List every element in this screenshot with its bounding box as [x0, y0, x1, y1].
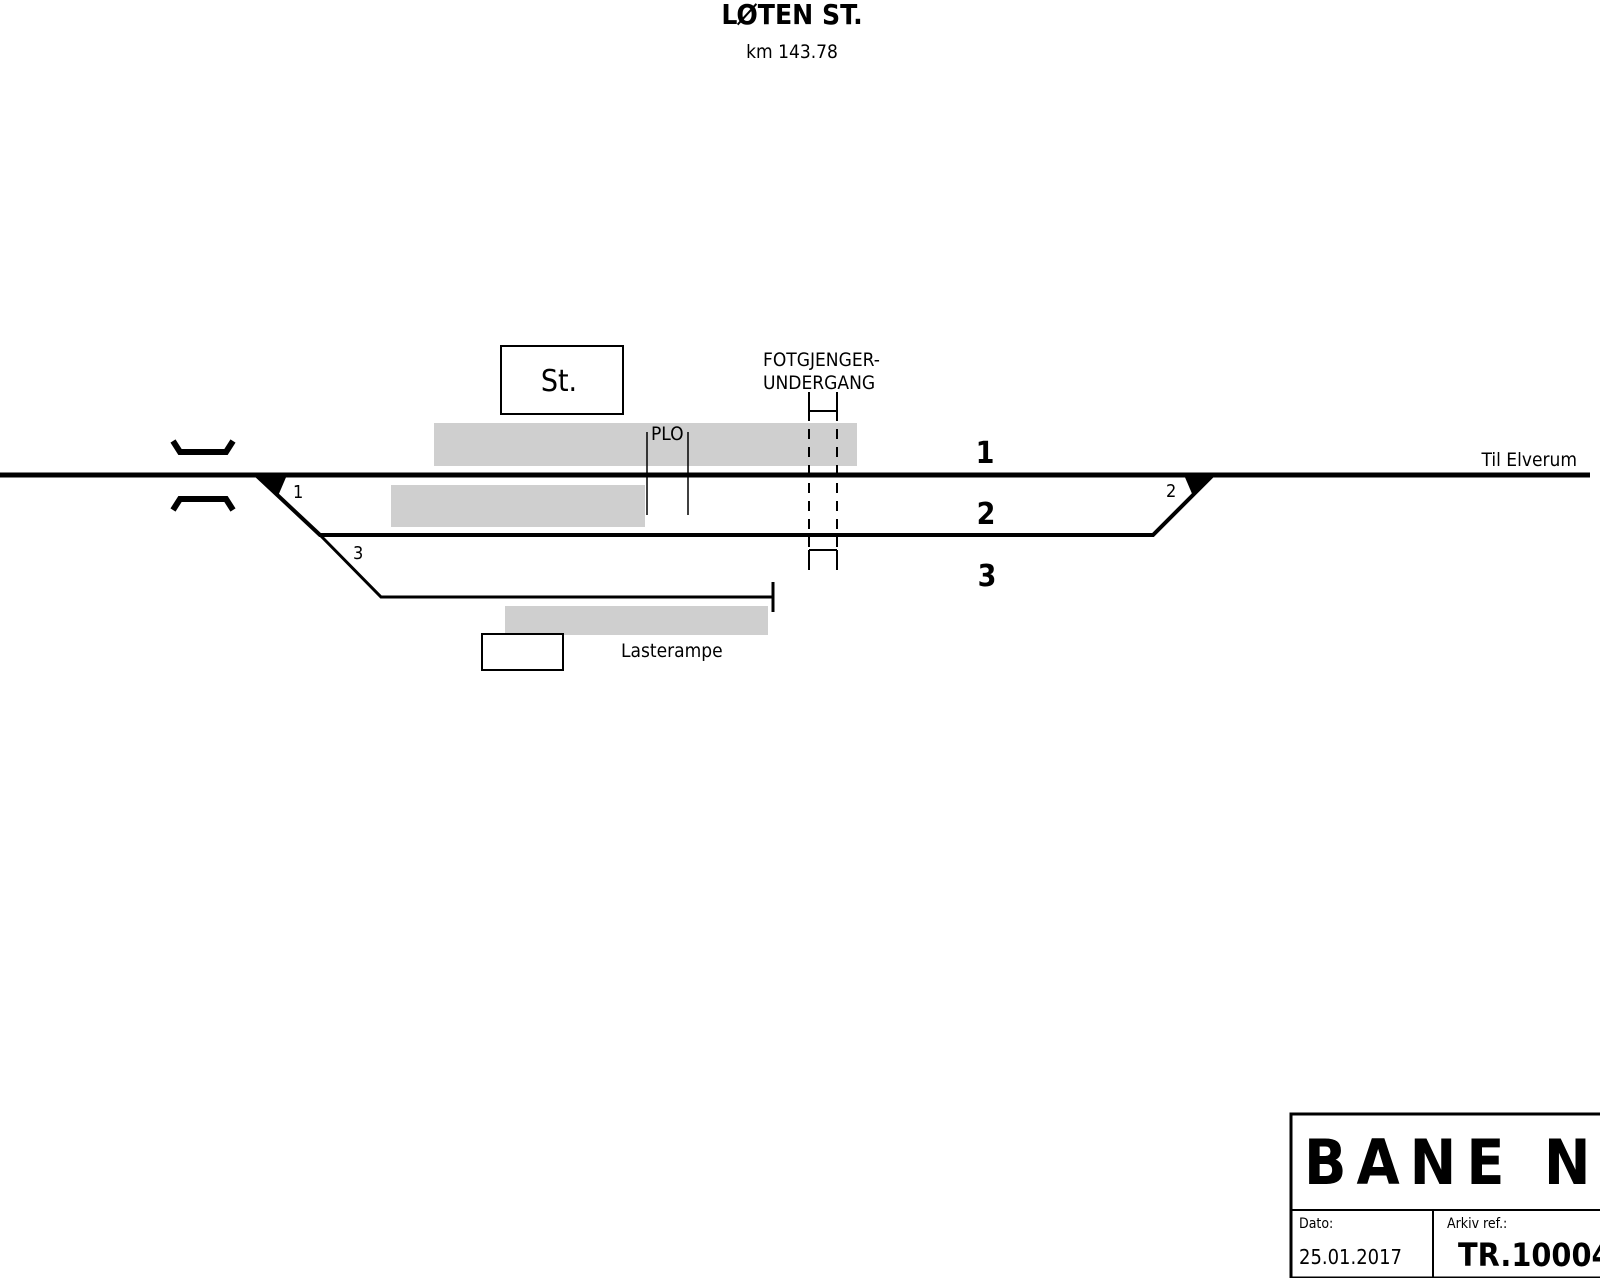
- date-label: Dato:: [1299, 1216, 1333, 1232]
- loading-ramp-label: Lasterampe: [621, 640, 723, 662]
- track-3-number: 3: [978, 559, 997, 594]
- switch-2-marker: [1184, 475, 1215, 496]
- switch-1-marker: [256, 475, 287, 496]
- bridge-symbol-bottom: [170, 496, 236, 512]
- bridge-symbol-top: [170, 439, 236, 455]
- logo-text: BANE N: [1304, 1126, 1600, 1199]
- platform-track-1: [434, 423, 857, 466]
- platform-loading: [505, 606, 768, 635]
- track-1-number: 1: [976, 436, 995, 471]
- archive-ref-label: Arkiv ref.:: [1447, 1216, 1507, 1232]
- direction-label: Til Elverum: [1481, 449, 1577, 471]
- station-building: [500, 345, 624, 415]
- switch-2-number: 2: [1166, 481, 1176, 502]
- platform-label: PLO: [651, 423, 684, 445]
- date-value: 25.01.2017: [1299, 1245, 1402, 1269]
- switch-1-number: 1: [293, 482, 303, 503]
- track-2-number: 2: [977, 497, 996, 532]
- station-km: km 143.78: [746, 41, 838, 63]
- title-block-frame: [1289, 1112, 1600, 1278]
- switch-3-number: 3: [353, 543, 363, 564]
- underpass-label-line2: UNDERGANG: [763, 372, 875, 394]
- track-3-line: [318, 533, 773, 599]
- archive-ref-value: TR.100043-: [1458, 1236, 1600, 1274]
- platform-track-2: [391, 485, 645, 527]
- station-building-label: St.: [541, 364, 577, 399]
- station-title: LØTEN ST.: [721, 0, 862, 31]
- title-block: BANE N Dato: 25.01.2017 Arkiv ref.: TR.1…: [1289, 1112, 1600, 1278]
- track-2-line: [254, 473, 1215, 537]
- loading-ramp-building: [481, 633, 564, 671]
- underpass-label-line1: FOTGJENGER-: [763, 349, 880, 371]
